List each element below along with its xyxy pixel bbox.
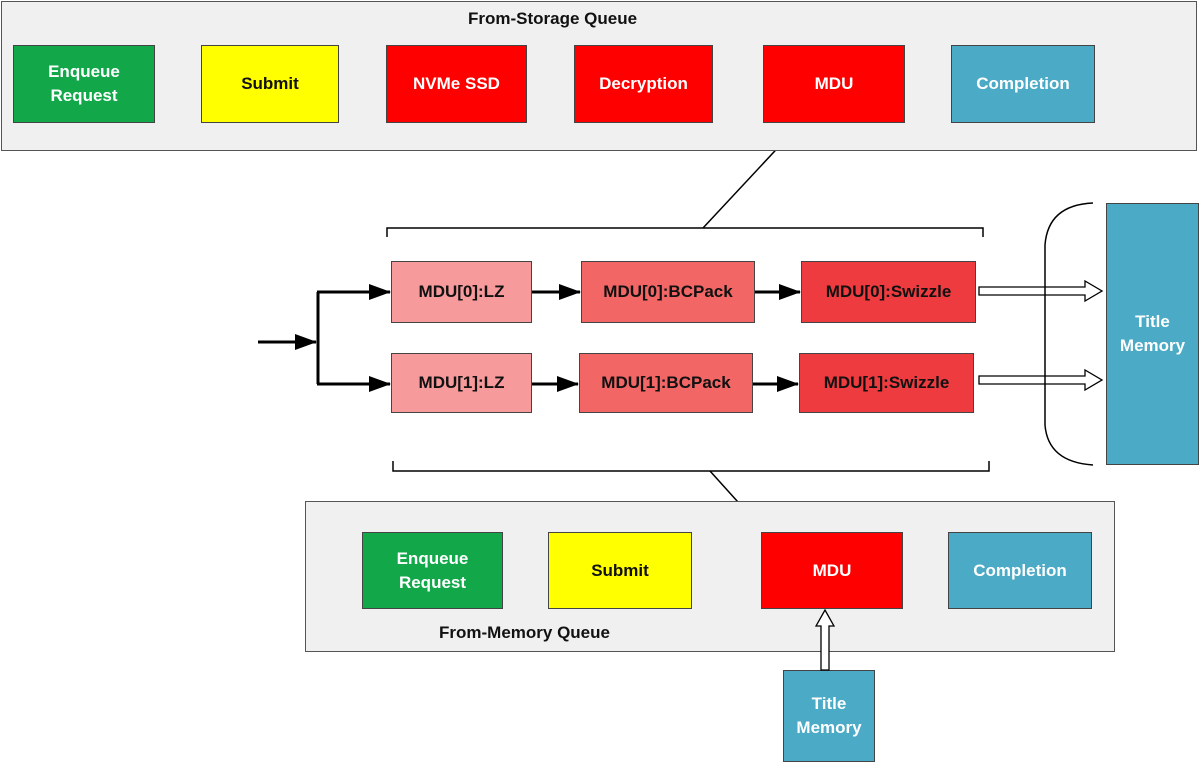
- mdu1-lz-box: MDU[1]:LZ: [391, 353, 532, 413]
- mdu1-bcpack-box: MDU[1]:BCPack: [579, 353, 753, 413]
- storage-enqueue-request-box: Enqueue Request: [13, 45, 155, 123]
- memory-submit-box: Submit: [548, 532, 692, 609]
- storage-mdu-box: MDU: [763, 45, 905, 123]
- mdu0-swizzle-box: MDU[0]:Swizzle: [801, 261, 976, 323]
- bracket-top: [386, 227, 984, 237]
- memory-completion-box: Completion: [948, 532, 1092, 609]
- from-storage-queue-label: From-Storage Queue: [468, 9, 638, 28]
- hollow-arrow-lane1: [978, 368, 1104, 392]
- mdu0-lz-box: MDU[0]:LZ: [391, 261, 532, 323]
- memory-enqueue-request-box: Enqueue Request: [362, 532, 503, 609]
- mdu1-swizzle-box: MDU[1]:Swizzle: [799, 353, 974, 413]
- storage-submit-box: Submit: [201, 45, 339, 123]
- hollow-arrow-lane0: [978, 279, 1104, 303]
- memory-brace: [1044, 202, 1094, 466]
- bracket-bottom: [392, 461, 990, 472]
- hollow-arrow-up: [815, 609, 835, 671]
- title-memory-bottom-box: Title Memory: [783, 670, 875, 762]
- title-memory-right-box: Title Memory: [1106, 203, 1199, 465]
- memory-mdu-box: MDU: [761, 532, 903, 609]
- from-memory-queue-label: From-Memory Queue: [439, 623, 610, 642]
- mdu0-bcpack-box: MDU[0]:BCPack: [581, 261, 755, 323]
- decryption-box: Decryption: [574, 45, 713, 123]
- storage-completion-box: Completion: [951, 45, 1095, 123]
- nvme-ssd-box: NVMe SSD: [386, 45, 527, 123]
